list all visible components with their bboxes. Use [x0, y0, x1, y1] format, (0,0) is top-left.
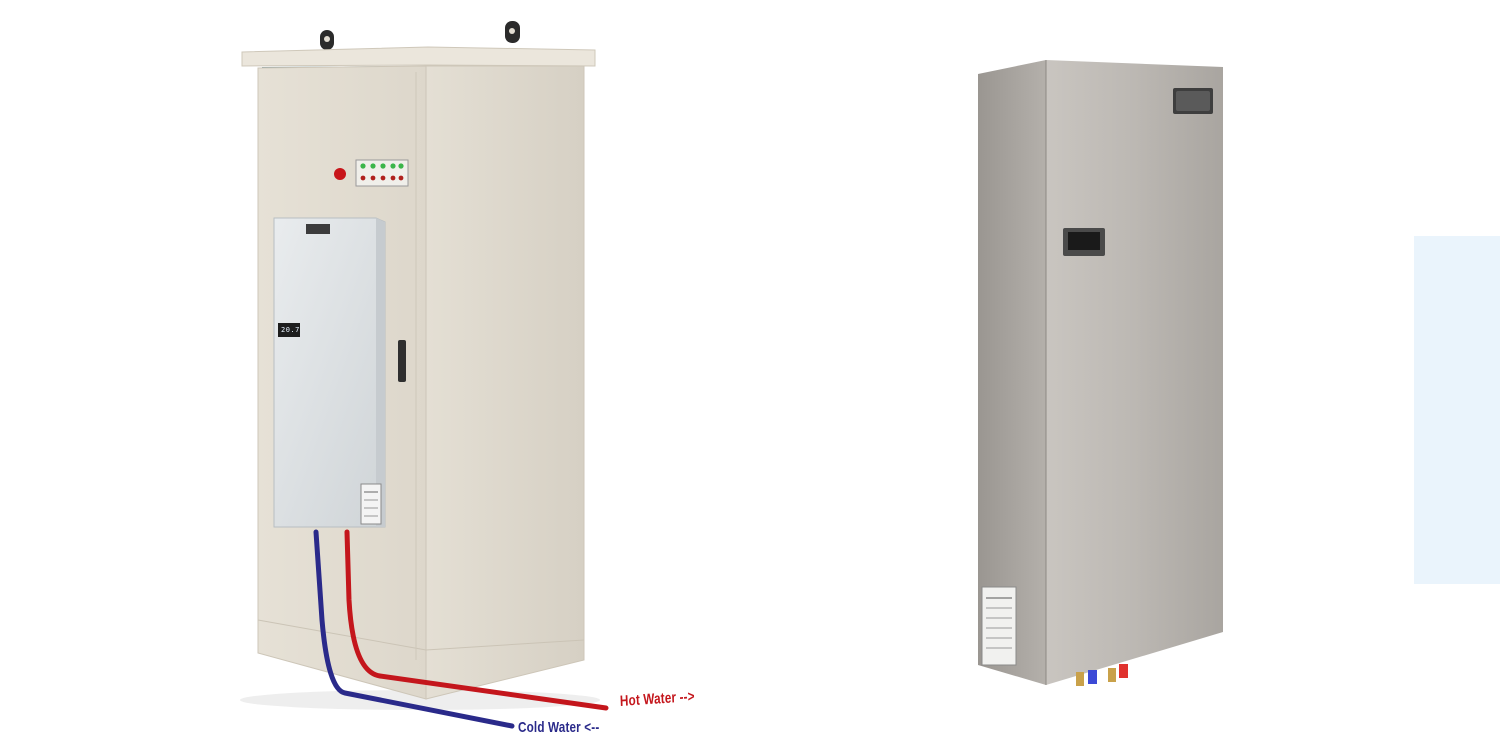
boiler-unit [978, 60, 1223, 686]
door-handle-icon [398, 340, 406, 382]
display-reading: 20.7 [281, 326, 300, 334]
lifting-eye-left [320, 30, 334, 50]
rating-plate [360, 483, 382, 525]
logo-badge-icon [306, 224, 330, 234]
cooler-unit [273, 217, 386, 528]
boiler-fittings-icon [1076, 664, 1128, 686]
temperature-display [278, 323, 300, 337]
side-panel [1414, 236, 1500, 584]
cold-water-label: Cold Water <-- [518, 719, 600, 736]
cold-water-pipe [313, 529, 515, 729]
estop-button-icon [334, 168, 346, 180]
indicator-lights-icon [355, 159, 409, 187]
lifting-eye-right [505, 21, 520, 43]
boiler-rating-plate [981, 586, 1017, 666]
hot-water-pipe [344, 529, 609, 711]
